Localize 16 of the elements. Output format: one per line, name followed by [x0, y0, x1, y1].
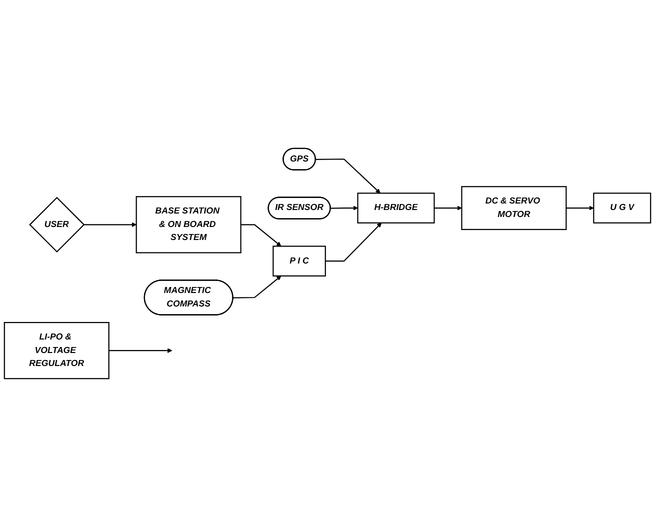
- arrow: [325, 222, 382, 262]
- arrow: [233, 276, 282, 298]
- arrow: [316, 158, 380, 194]
- arrow: [434, 206, 462, 210]
- arrow: [330, 206, 358, 210]
- node-box: LI-PO & VOLTAGE REGULATOR: [4, 322, 110, 380]
- arrow: [566, 206, 594, 210]
- node-box: BASE STATION & ON BOARD SYSTEM: [136, 196, 242, 254]
- node-box: P I C: [272, 246, 326, 276]
- node-box: DC & SERVO MOTOR: [461, 186, 567, 230]
- node-box: U G V: [593, 192, 652, 224]
- node-box: H-BRIDGE: [357, 192, 435, 224]
- arrow: [84, 222, 137, 228]
- arrow: [108, 348, 172, 353]
- node-diamond: USER: [29, 196, 85, 253]
- arrow: [240, 224, 282, 246]
